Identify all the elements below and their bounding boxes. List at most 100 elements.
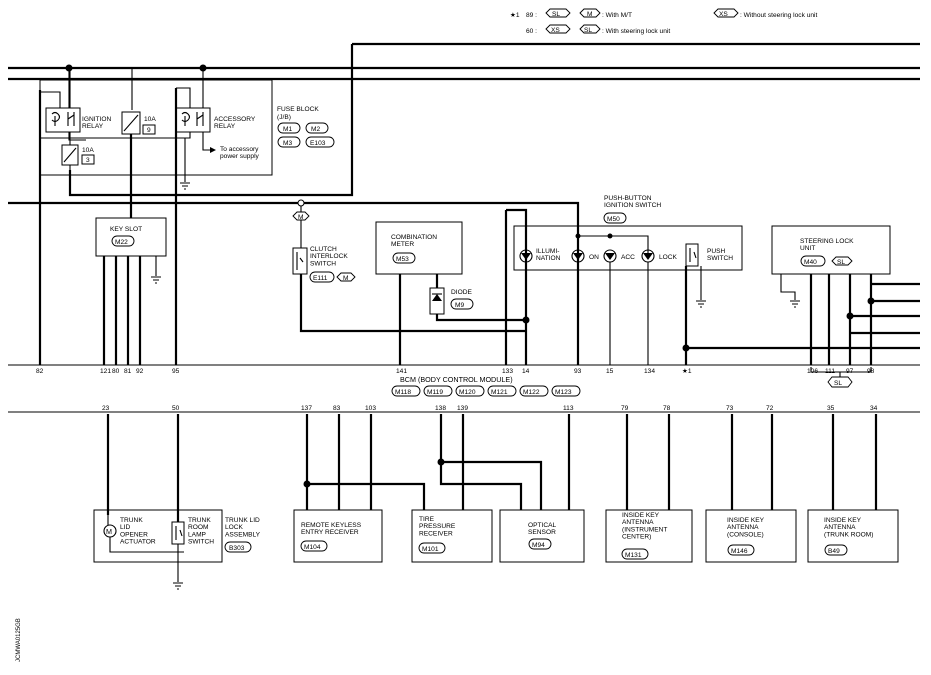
sl-bracket [810, 367, 872, 377]
trunk-assembly-box [93, 509, 223, 563]
legend-sl-tag [545, 8, 571, 18]
bcm-top-pin-label: ★1 [682, 367, 692, 375]
bcm-bottom-pin-label: 79 [621, 405, 629, 412]
steering-lock-connector: M40 [804, 259, 817, 266]
accessory-relay-wire [176, 68, 204, 108]
ground-icon [151, 256, 161, 284]
fuse-glyph [63, 147, 77, 163]
connector-tag [305, 122, 329, 134]
connector-tag [603, 212, 627, 224]
relay-coil-icon [51, 111, 75, 126]
ground-icon [180, 182, 190, 190]
antenna-ic-box [605, 509, 693, 563]
key-slot: KEY SLOT M22 [95, 217, 167, 365]
fuse-connector-m1: M1 [283, 126, 292, 133]
ignition-relay-wire [68, 68, 86, 141]
fuse-9-num-box [142, 124, 156, 135]
bcm-top-pin-label: 15 [606, 368, 614, 375]
trunk-wires [106, 414, 180, 522]
illumination-wires [504, 208, 528, 365]
steering-lock-box [771, 225, 891, 275]
antenna-console-connector: M146 [731, 548, 748, 555]
connector-tag [392, 252, 416, 264]
bcm-top-pin-label: 81 [124, 368, 132, 375]
switch-glyph [689, 248, 697, 262]
power-wires [8, 42, 920, 197]
keyless-bus [305, 482, 426, 510]
connector-tag [450, 298, 474, 310]
lamp-switch-symbol [171, 521, 185, 545]
key-slot-feed [8, 88, 580, 365]
ignition-bus-wire [8, 201, 580, 365]
fuse-connector-m2: M2 [311, 126, 320, 133]
led-icon [519, 249, 533, 263]
junction [867, 297, 875, 305]
connector-tag [824, 544, 848, 556]
legend-m-text: M [587, 11, 593, 18]
fuse-3-num: 3 [86, 157, 90, 164]
antenna-ic-connector: M131 [625, 552, 642, 559]
splice-open [297, 199, 305, 207]
connector-tag [621, 548, 649, 560]
bcm-bottom-pin-label: 23 [102, 405, 110, 412]
led-wires [609, 262, 649, 365]
push-button-connector: M50 [607, 216, 620, 223]
legend-xs-text: XS [719, 11, 728, 18]
antenna-ic-wires [625, 414, 671, 510]
connector-tag [800, 255, 826, 267]
bcm-bottom-pin-label: 139 [457, 405, 468, 412]
bcm-sl-tag [827, 376, 853, 388]
bcm-bottom-pin-label: 138 [435, 405, 446, 412]
motor-symbol: M [106, 527, 112, 536]
key-slot-title: KEY SLOT [110, 226, 142, 233]
connector-tag [224, 541, 252, 553]
fuse-connector-e103: E103 [310, 140, 326, 147]
relay-coil-icon [181, 111, 204, 126]
led-lock-label: LOCK [659, 254, 678, 261]
bcm-top-pin-label: 95 [172, 368, 180, 375]
clutch-connector: E111 [313, 275, 328, 282]
tpms-wire-139 [439, 414, 523, 510]
legend-without-steering-lock: : Without steering lock unit [740, 12, 817, 19]
bcm-connector-label: M120 [459, 389, 476, 396]
push-button-box [513, 225, 743, 271]
relay-coil-wire [41, 91, 61, 108]
bcm-connector-label: M118 [395, 389, 411, 396]
fuse-9-rating: 10A [144, 116, 156, 123]
fuse-3-rating: 10A [82, 147, 94, 154]
legend-sl-tag-2 [579, 24, 601, 34]
switch-glyph [175, 526, 183, 540]
legend-m-tag [579, 8, 601, 18]
bcm-top-pin-label: 82 [36, 368, 44, 375]
steering-lock-tag-text: SL [837, 259, 845, 266]
clutch-to-bcm-wire [299, 274, 526, 333]
optical-box [499, 509, 585, 563]
connector-tag [277, 136, 301, 148]
led-icon [643, 253, 653, 260]
antenna-trunk-wires [831, 414, 878, 510]
legend-xs-tag [713, 8, 739, 18]
ground-icon [696, 266, 706, 308]
bcm-connector-label: M119 [427, 389, 443, 396]
connector-tag [309, 271, 335, 283]
fuse-connector-m3: M3 [283, 140, 292, 147]
bcm-bottom-pin-label: 103 [365, 405, 376, 412]
fuse-3-num-box [81, 154, 95, 165]
